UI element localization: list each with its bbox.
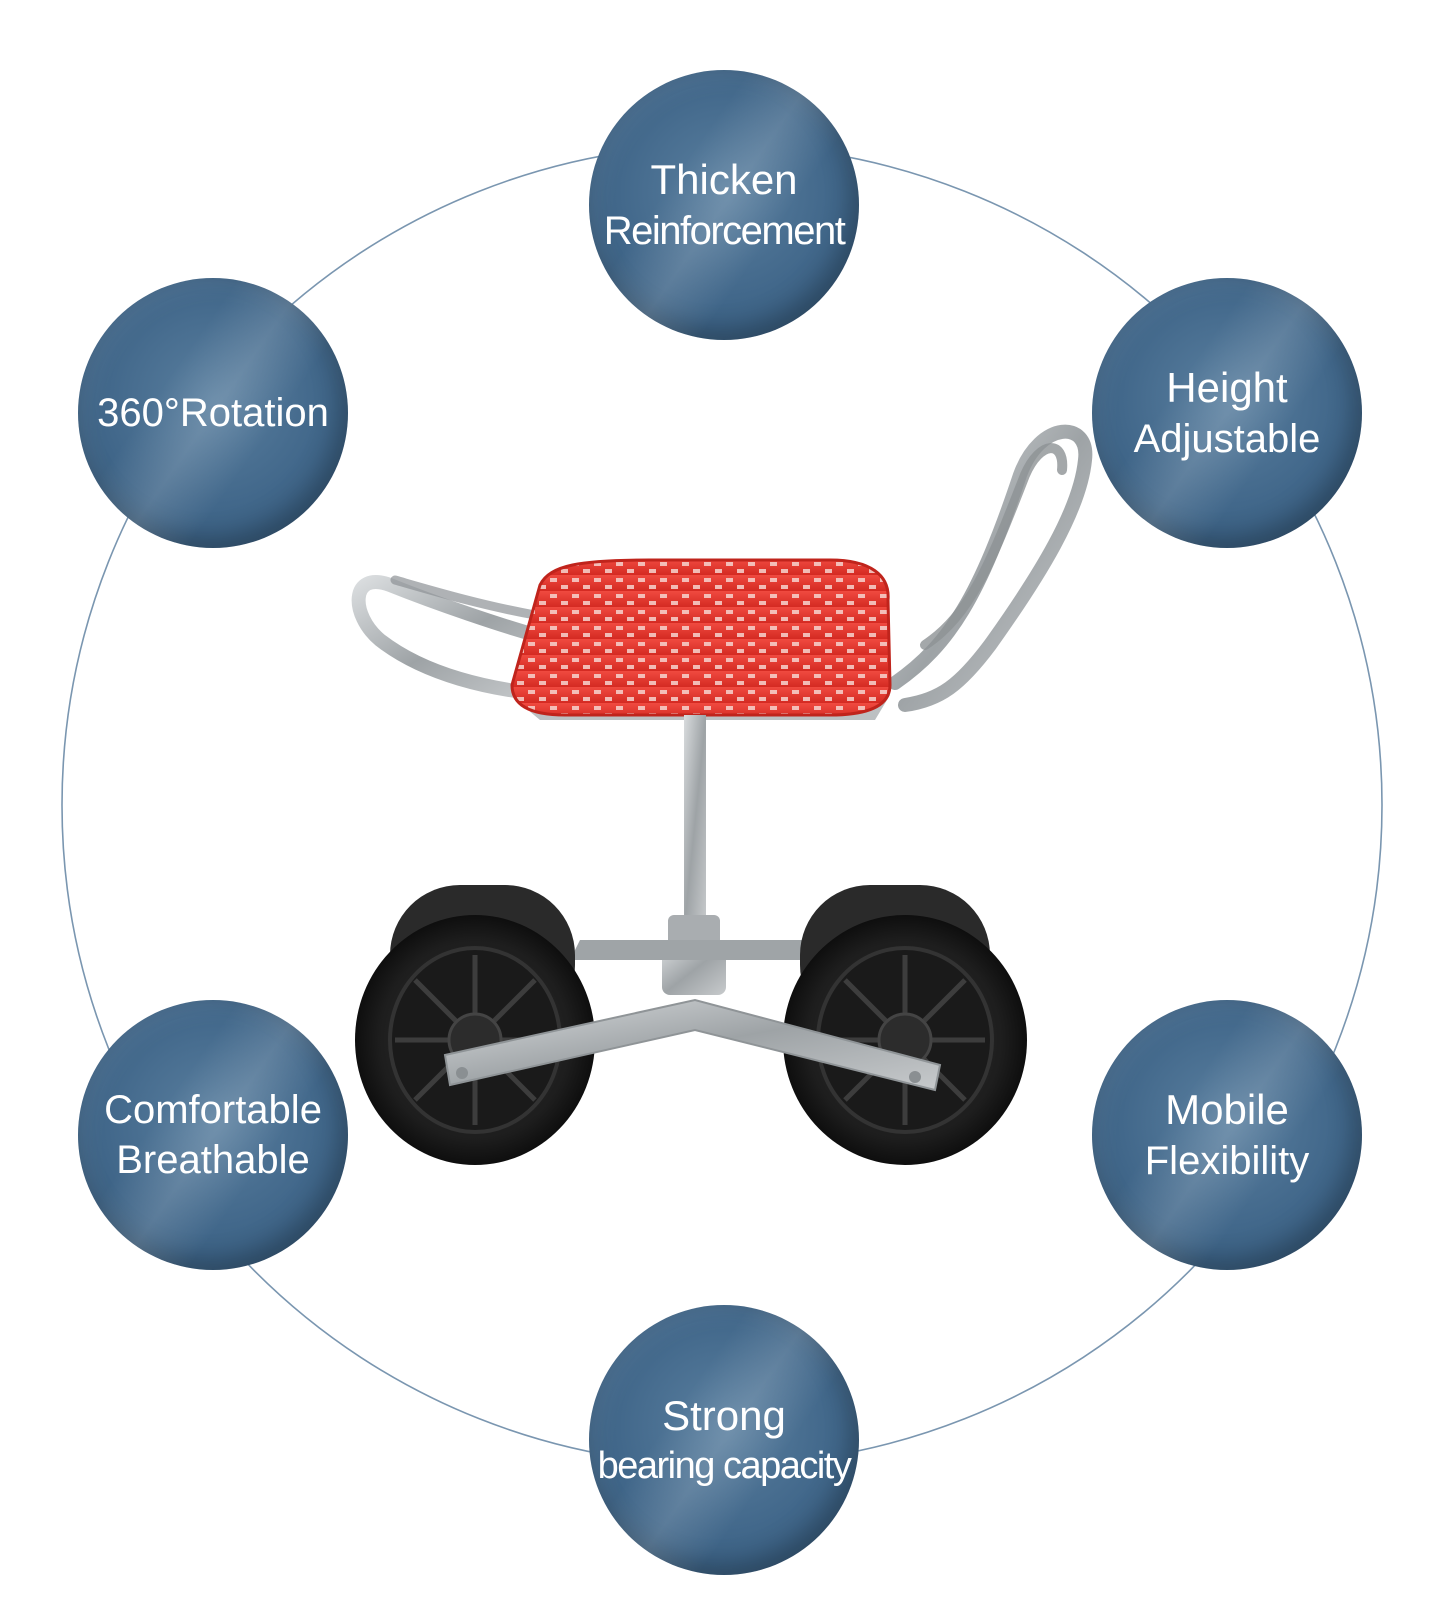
woven-seat bbox=[510, 558, 892, 717]
feature-title: Comfortable bbox=[104, 1088, 322, 1132]
feature-subtitle: bearing capacity bbox=[597, 1444, 852, 1487]
feature-subtitle: Adjustable bbox=[1133, 417, 1321, 462]
feature-title: Strong bbox=[662, 1392, 786, 1439]
swivel-post bbox=[684, 715, 706, 930]
feature-subtitle: Flexibility bbox=[1144, 1139, 1310, 1184]
feature-title: Thicken bbox=[650, 155, 798, 203]
feature-badge-thicken-reinforcement: Thicken Reinforcement bbox=[589, 70, 859, 340]
feature-badge-comfortable-breathable: Comfortable Breathable bbox=[78, 1000, 348, 1270]
feature-badge-height-adjustable: Height Adjustable bbox=[1092, 278, 1362, 548]
feature-badge-mobile-flexibility: Mobile Flexibility bbox=[1092, 1000, 1362, 1270]
garden-stool-product-image bbox=[351, 424, 1093, 1165]
left-wheel bbox=[355, 885, 595, 1165]
feature-title: Mobile bbox=[1165, 1085, 1289, 1133]
feature-title: Height bbox=[1166, 363, 1288, 411]
feature-subtitle: Breathable bbox=[116, 1138, 310, 1182]
feature-subtitle: Reinforcement bbox=[603, 209, 846, 254]
feature-title: 360°Rotation bbox=[97, 391, 329, 435]
right-wheel bbox=[783, 885, 1027, 1165]
feature-badge-rotation: 360°Rotation bbox=[78, 278, 348, 548]
feature-badge-strong-bearing-capacity: Strong bearing capacity bbox=[589, 1305, 859, 1575]
axle-bar bbox=[443, 998, 942, 1092]
front-handle bbox=[351, 575, 557, 702]
